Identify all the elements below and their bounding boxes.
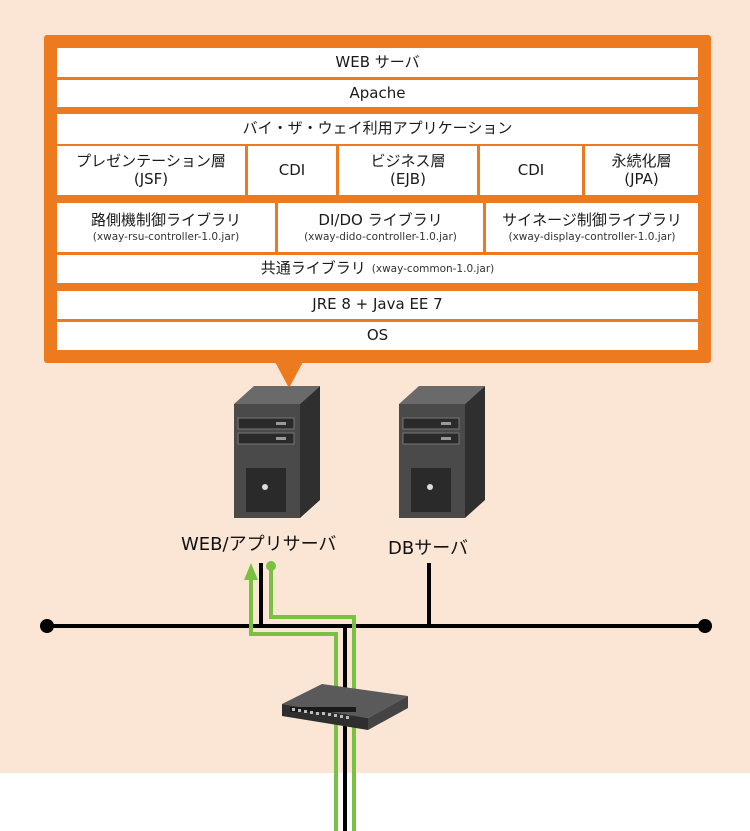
- common-library-jar: (xway-common-1.0.jar): [371, 262, 495, 275]
- dido-library-label: DI/DO ライブラリ: [318, 210, 443, 229]
- cdi-label-1: CDI: [278, 160, 306, 179]
- business-layer-tech: (EJB): [390, 169, 426, 188]
- db-server-icon: [399, 386, 485, 518]
- rsu-library-label: 路側機制御ライブラリ: [90, 210, 241, 229]
- rsu-library-jar: (xway-rsu-controller-1.0.jar): [92, 231, 240, 244]
- green-arrow-head: [244, 563, 258, 580]
- os-layer: OS: [57, 322, 698, 350]
- dido-library-jar: (xway-dido-controller-1.0.jar): [304, 231, 457, 244]
- apache-layer: Apache: [57, 80, 698, 107]
- cdi-layer-2: CDI: [480, 146, 582, 195]
- jre-layer: JRE 8 + Java EE 7: [57, 291, 698, 319]
- cdi-layer-1: CDI: [248, 146, 336, 195]
- common-library-label: 共通ライブラリ: [260, 259, 366, 278]
- dido-library: DI/DO ライブラリ (xway-dido-controller-1.0.ja…: [278, 203, 483, 252]
- persistence-layer: 永続化層 (JPA): [585, 146, 698, 195]
- network-switch-icon: [282, 684, 408, 730]
- byway-application-layer: バイ・ザ・ウェイ利用アプリケーション: [57, 114, 698, 144]
- web-app-server-icon: [234, 386, 320, 518]
- rsu-library: 路側機制御ライブラリ (xway-rsu-controller-1.0.jar): [57, 203, 275, 252]
- callout-pointer: [275, 362, 303, 388]
- apache-label: Apache: [349, 83, 406, 102]
- byway-application-label: バイ・ザ・ウェイ利用アプリケーション: [242, 119, 513, 138]
- business-layer-label: ビジネス層: [370, 152, 446, 171]
- green-endpoint-dot: [266, 561, 276, 571]
- web-server-layer: WEB サーバ: [57, 48, 698, 77]
- business-layer: ビジネス層 (EJB): [339, 146, 477, 195]
- common-library: 共通ライブラリ (xway-common-1.0.jar): [57, 255, 698, 283]
- bus-end-left: [40, 619, 54, 633]
- web-app-server-label: WEB/アプリサーバ: [181, 534, 337, 555]
- jre-label: JRE 8 + Java EE 7: [312, 295, 443, 314]
- db-server-label: DBサーバ: [388, 538, 469, 559]
- cdi-label-2: CDI: [517, 160, 545, 179]
- persistence-layer-label: 永続化層: [611, 152, 672, 171]
- web-server-label: WEB サーバ: [335, 52, 420, 71]
- signage-library-label: サイネージ制御ライブラリ: [502, 210, 682, 229]
- presentation-layer-tech: (JSF): [133, 169, 169, 188]
- signage-library: サイネージ制御ライブラリ (xway-display-controller-1.…: [486, 203, 698, 252]
- presentation-layer: プレゼンテーション層 (JSF): [57, 146, 245, 195]
- persistence-layer-tech: (JPA): [624, 169, 659, 188]
- presentation-layer-label: プレゼンテーション層: [76, 152, 226, 171]
- bus-end-right: [698, 619, 712, 633]
- os-label: OS: [366, 326, 389, 345]
- signage-library-jar: (xway-display-controller-1.0.jar): [508, 231, 676, 244]
